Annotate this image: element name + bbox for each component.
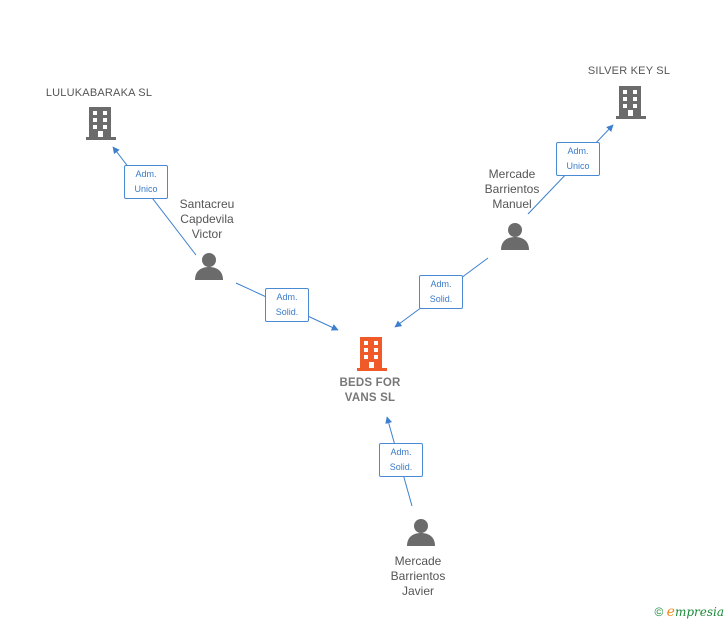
role-line: Adm. xyxy=(135,169,157,179)
company-label-lulukabaraka[interactable]: LULUKABARAKA SL xyxy=(45,87,153,99)
company-label-line: VANS SL xyxy=(344,392,396,404)
brand-initial: e xyxy=(666,604,675,620)
person-label-javier[interactable]: Mercade Barrientos Javier xyxy=(391,554,446,599)
role-line: Adm. xyxy=(567,146,589,156)
building-icon[interactable] xyxy=(357,337,387,371)
role-badge-santacreu-beds[interactable]: Adm. Solid. xyxy=(265,288,309,322)
copyright-symbol: © xyxy=(654,605,664,619)
role-line: Adm. xyxy=(430,279,452,289)
person-name-line: Capdevila xyxy=(180,212,234,226)
person-name-line: Victor xyxy=(191,227,223,241)
role-line: Adm. xyxy=(390,447,412,457)
person-label-manuel[interactable]: Mercade Barrientos Manuel xyxy=(485,167,540,212)
company-label-beds-for-vans[interactable]: BEDS FOR VANS SL xyxy=(339,376,400,406)
role-line: Solid. xyxy=(429,294,453,304)
person-name-line: Mercade xyxy=(488,167,536,181)
person-name-line: Javier xyxy=(401,584,435,598)
person-name-line: Manuel xyxy=(492,197,532,211)
building-icon[interactable] xyxy=(86,107,116,140)
person-icon[interactable] xyxy=(195,253,223,280)
role-line: Solid. xyxy=(389,462,413,472)
role-line: Unico xyxy=(134,184,158,194)
footer-brand: © empresia xyxy=(654,604,724,620)
person-icon[interactable] xyxy=(407,519,435,546)
company-label-line: BEDS FOR xyxy=(339,377,401,389)
company-label-silver-key[interactable]: SILVER KEY SL xyxy=(587,65,671,77)
role-badge-javier-beds[interactable]: Adm. Solid. xyxy=(379,443,423,477)
person-name-line: Barrientos xyxy=(484,182,540,196)
role-badge-santacreu-lulukabaraka[interactable]: Adm. Unico xyxy=(124,165,168,199)
building-icon[interactable] xyxy=(616,86,646,119)
person-name-line: Santacreu xyxy=(179,197,235,211)
person-name-line: Barrientos xyxy=(390,569,446,583)
role-line: Solid. xyxy=(275,307,299,317)
person-label-santacreu[interactable]: Santacreu Capdevila Victor xyxy=(180,197,235,242)
role-badge-manuel-silver[interactable]: Adm. Unico xyxy=(556,142,600,176)
person-name-line: Mercade xyxy=(394,554,442,568)
role-line: Adm. xyxy=(276,292,298,302)
person-icon[interactable] xyxy=(501,223,529,250)
role-line: Unico xyxy=(566,161,590,171)
role-badge-manuel-beds[interactable]: Adm. Solid. xyxy=(419,275,463,309)
brand-name: mpresia xyxy=(674,605,724,619)
